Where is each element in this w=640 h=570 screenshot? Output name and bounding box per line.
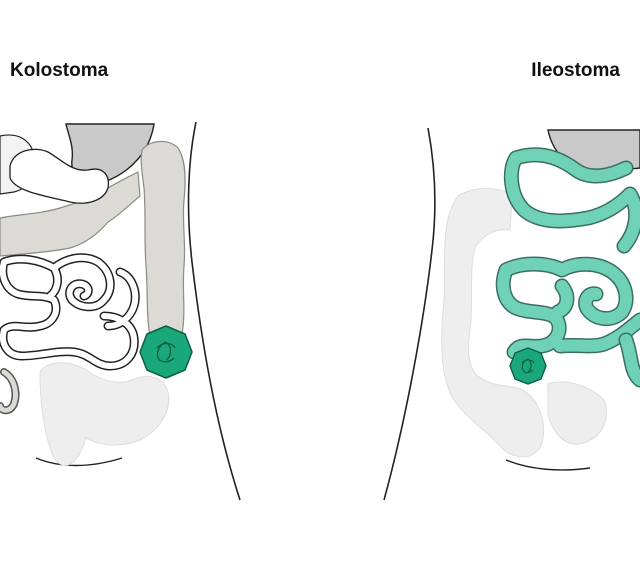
faded-colon-right <box>441 188 544 458</box>
stoma-icon <box>139 325 193 379</box>
ileostoma-illustration <box>383 127 640 501</box>
ileostoma-title: Ileostoma <box>531 60 620 81</box>
descending-colon-left <box>140 140 186 337</box>
stoma-icon <box>509 347 547 385</box>
body-outline-left <box>187 121 241 501</box>
small-intestine-right-outline <box>495 147 640 360</box>
bowel-right-edge-fill <box>620 334 640 386</box>
kolostoma-illustration <box>0 121 241 501</box>
kolostoma-title: Kolostoma <box>10 60 109 81</box>
pelvis-outline-left <box>35 457 123 467</box>
small-intestine-right <box>497 148 640 358</box>
pelvis-outline-right <box>505 459 591 471</box>
faded-rectum-right <box>547 381 608 445</box>
duodenum-loop-left <box>9 148 110 204</box>
body-outline-right <box>383 127 436 501</box>
ileum-tail-left-fill <box>0 369 19 413</box>
faded-rectum-left <box>39 362 170 466</box>
small-intestine-left-fill <box>0 254 139 369</box>
